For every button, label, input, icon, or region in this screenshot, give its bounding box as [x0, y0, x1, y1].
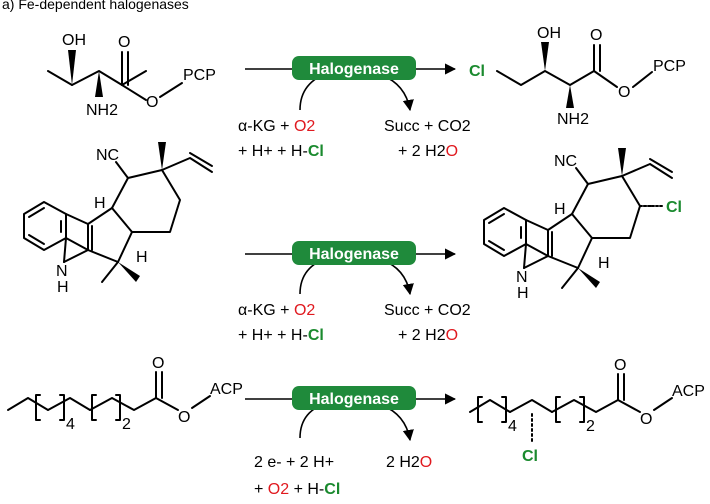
r1-sub-oh: OH — [62, 32, 86, 49]
r1-arrow: Halogenase — [245, 56, 457, 112]
r3-halogenase-label: Halogenase — [309, 391, 399, 408]
r2-prod-nc: NC — [554, 153, 577, 170]
r1-sub-pcp: PCP — [183, 67, 216, 84]
r1-prod-pcp: PCP — [653, 58, 686, 75]
r3-product: 4 2 O O ACP Cl — [469, 357, 705, 465]
r2-sub-h-top: H — [94, 195, 106, 212]
r1-coprod-line2: + 2 H2O — [398, 143, 458, 160]
r2-prod-h-bottom: H — [598, 255, 610, 272]
r2-halogenase-badge — [292, 241, 416, 265]
r3-sub-acp: ACP — [210, 381, 243, 398]
r1-prod-o-ester: O — [618, 84, 630, 101]
r2-sub-n: N — [56, 263, 68, 280]
r1-substrate: OH O O PCP NH2 — [47, 32, 216, 119]
r1-cosub-line2: + H+ + H-Cl — [238, 143, 324, 160]
r3-substrate: 4 2 O O ACP — [7, 355, 243, 433]
r2-substrate: NC H H N H — [23, 142, 213, 296]
r2-prod-h-top: H — [554, 201, 566, 218]
r1-coprod-line1: Succ + CO2 — [384, 118, 471, 135]
r1-cosub-line1: α-KG + O2 — [238, 118, 315, 135]
r1-prod-oh: OH — [537, 25, 561, 42]
figure-caption: a) Fe-dependent halogenases — [2, 0, 189, 12]
r3-prod-subscript-2: 2 — [586, 418, 595, 435]
r1-product: Cl OH O O PCP NH2 — [469, 25, 686, 128]
r2-halogenase-label: Halogenase — [309, 246, 399, 263]
r2-cosub-line1: α-KG + O2 — [238, 302, 315, 319]
r1-sub-nh2: NH2 — [86, 102, 118, 119]
r3-prod-o-ester: O — [640, 411, 652, 428]
r2-coprod-line2: + 2 H2O — [398, 327, 458, 344]
r1-sub-o-carbonyl: O — [118, 34, 130, 51]
r3-halogenase-badge — [292, 386, 416, 410]
r3-sub-subscript-4: 4 — [66, 416, 75, 433]
r2-coprod-line1: Succ + CO2 — [384, 302, 471, 319]
r3-prod-acp: ACP — [672, 383, 705, 400]
r1-prod-nh2: NH2 — [557, 111, 589, 128]
r3-prod-subscript-4: 4 — [508, 418, 517, 435]
r3-sub-o-carbonyl: O — [152, 355, 164, 372]
r2-arrow: Halogenase — [245, 241, 457, 296]
r2-product: NC H H N H Cl — [483, 148, 682, 302]
r1-halogenase-badge — [292, 56, 416, 80]
r1-sub-o-ester: O — [146, 94, 158, 111]
r1-prod-cl: Cl — [469, 63, 485, 80]
r3-arrow: Halogenase — [245, 386, 457, 442]
r3-prod-cl: Cl — [522, 448, 538, 465]
r1-prod-o-carbonyl: O — [590, 27, 602, 44]
r3-sub-o-ester: O — [178, 409, 190, 426]
r3-prod-o-carbonyl: O — [614, 357, 626, 374]
r2-cosub-line2: + H+ + H-Cl — [238, 327, 324, 344]
r3-cosub-line1: 2 e- + 2 H+ — [254, 454, 334, 471]
r2-prod-n: N — [516, 269, 528, 286]
r3-sub-subscript-2: 2 — [122, 416, 131, 433]
r2-sub-nh-h: H — [57, 279, 69, 296]
r1-halogenase-label: Halogenase — [309, 61, 399, 78]
r2-prod-nh-h: H — [517, 285, 529, 302]
r3-cosub-line2: + O2 + H-Cl — [254, 481, 340, 498]
r2-sub-nc: NC — [96, 147, 119, 164]
r2-prod-cl: Cl — [666, 199, 682, 216]
r3-coprod-line1: 2 H2O — [386, 454, 432, 471]
r2-sub-h-bottom: H — [136, 249, 148, 266]
